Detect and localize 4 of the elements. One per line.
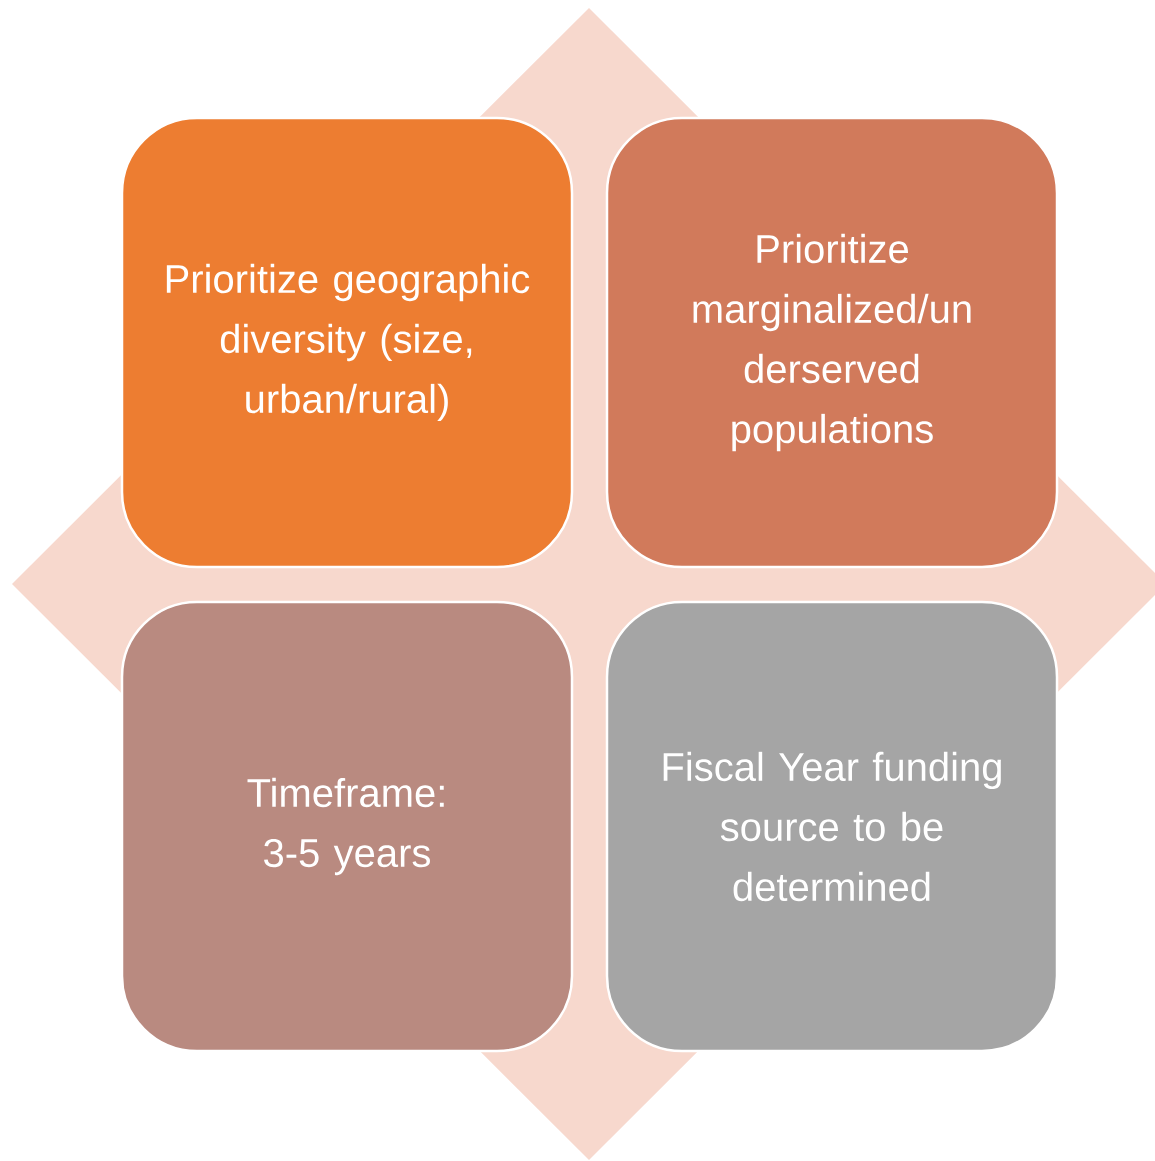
rounded-box: Timeframe: 3-5 years [120, 600, 574, 1053]
rounded-box: Prioritize geographic diversity (size, urban/rural) [120, 116, 574, 569]
rounded-box: Prioritize marginalized/un derserved populations [605, 116, 1059, 569]
rounded-box: Fiscal Year funding source to be determined [605, 600, 1059, 1053]
